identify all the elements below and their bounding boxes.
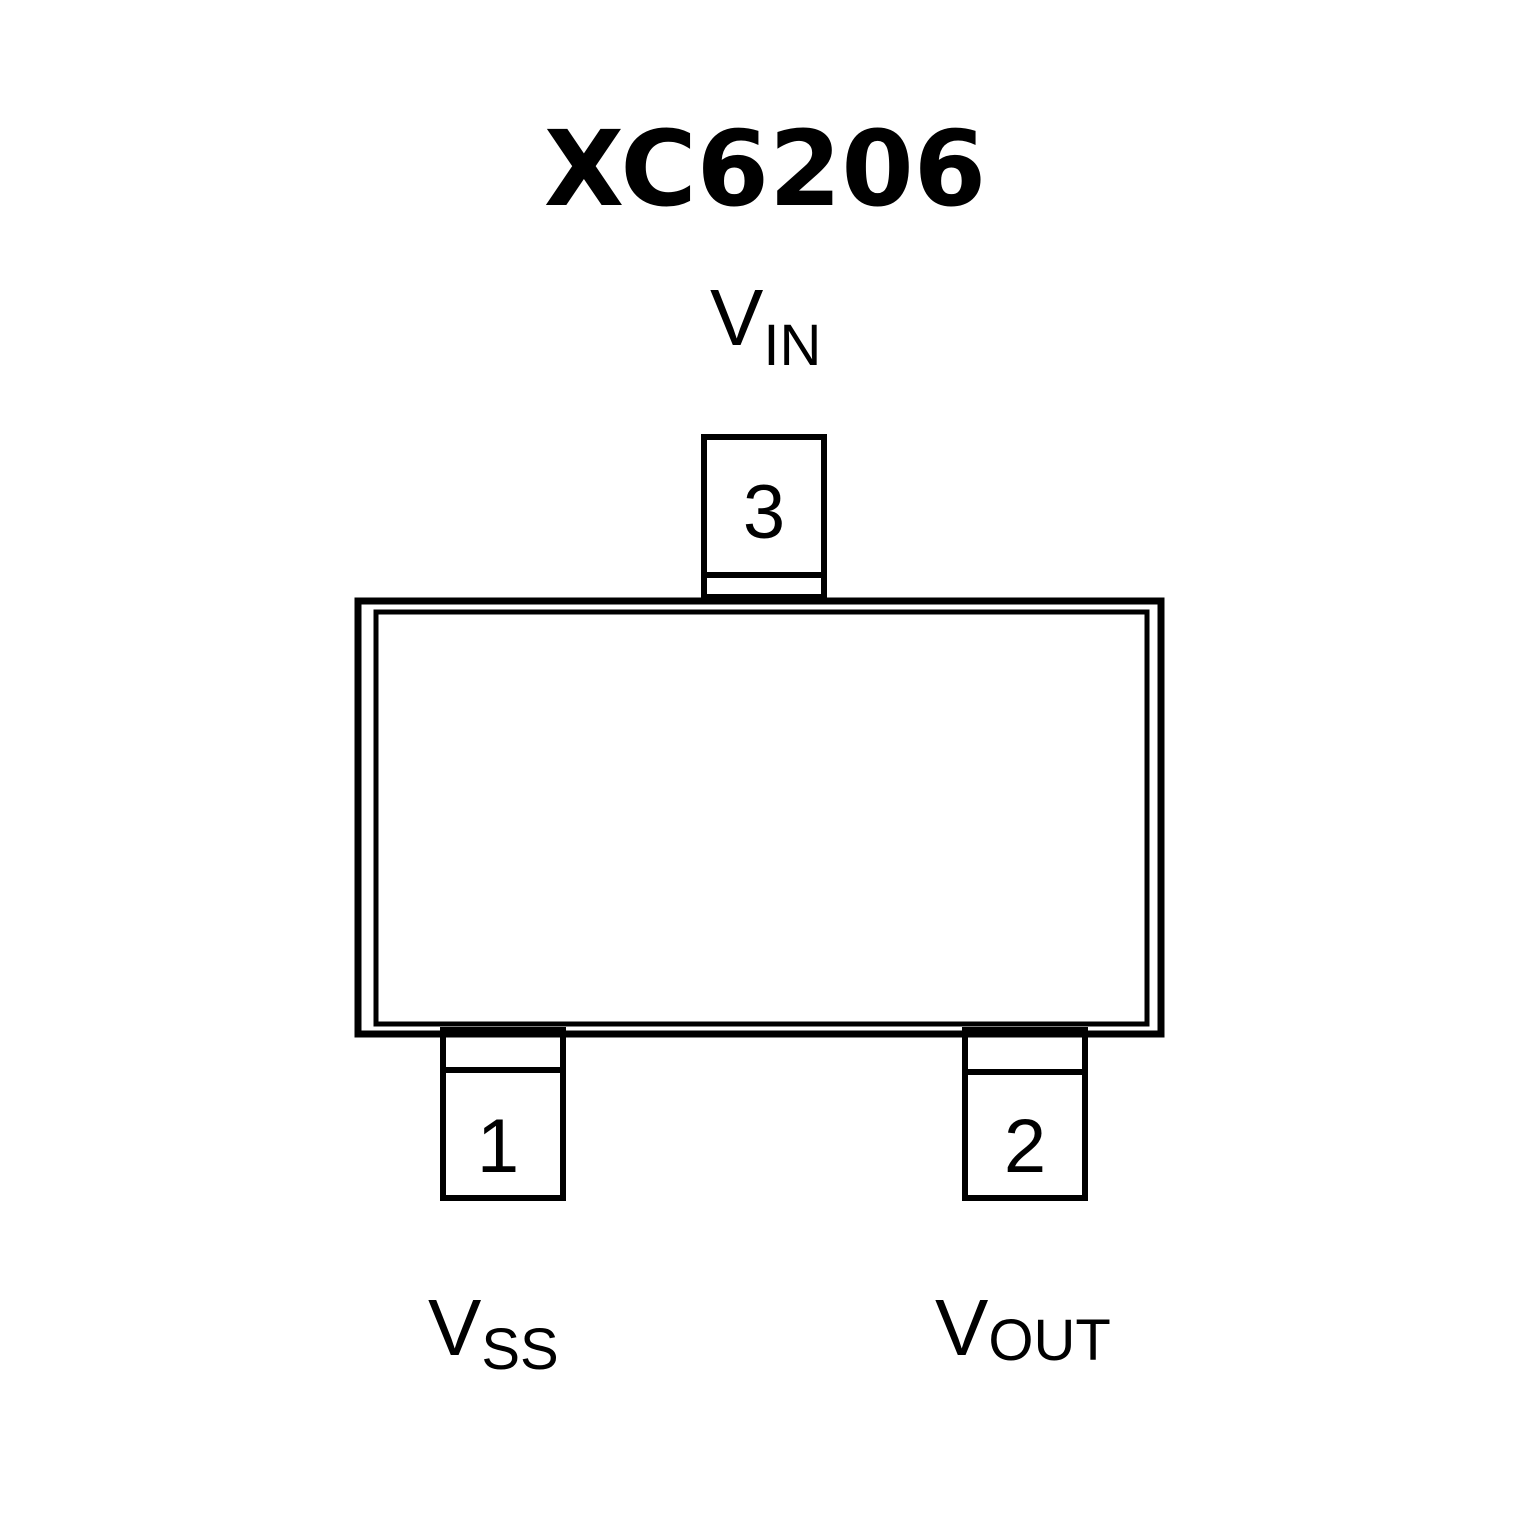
pin1-label-sub: SS — [481, 1317, 558, 1382]
pin-1 — [440, 1027, 566, 1201]
pin-3 — [701, 434, 827, 600]
pin3-label: VIN — [710, 273, 821, 378]
pin1-number: 1 — [477, 1104, 519, 1189]
diagram-title: XC6206 — [544, 108, 986, 230]
pin2-number: 2 — [1004, 1104, 1046, 1189]
pin2-label: VOUT — [935, 1283, 1111, 1373]
pin3-label-sub: IN — [763, 313, 821, 378]
pin2-label-sub: OUT — [988, 1308, 1110, 1373]
pin1-label-main: V — [428, 1283, 482, 1372]
pin1-label: VSS — [428, 1283, 559, 1382]
package-body — [354, 597, 1165, 1038]
pin3-number: 3 — [743, 470, 785, 555]
pin2-label-main: V — [935, 1283, 989, 1372]
pin-2 — [962, 1027, 1088, 1201]
pin3-label-main: V — [710, 273, 764, 362]
